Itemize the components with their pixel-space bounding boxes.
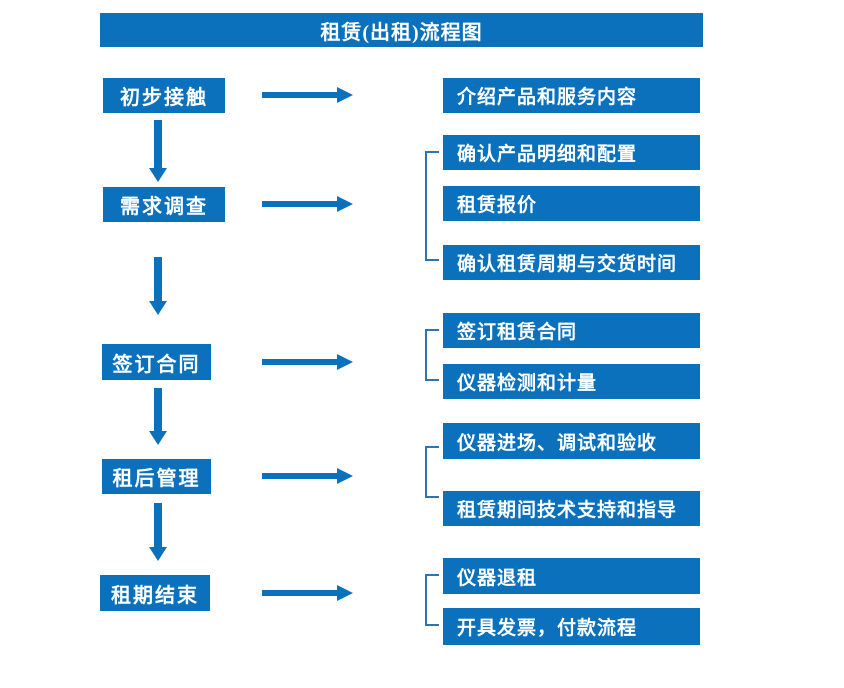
down-arrow-head: [149, 431, 167, 445]
right-arrow-shaft: [262, 92, 337, 98]
flowchart-title: 租赁(出租)流程图: [100, 13, 703, 47]
down-arrow-3: [149, 388, 167, 445]
detail-box-instrument-testing: 仪器检测和计量: [443, 364, 700, 399]
right-arrow-head: [337, 468, 353, 484]
group-bracket-sign-contract: [425, 329, 439, 381]
down-arrow-head: [149, 301, 167, 315]
stage-box-post-rental-management: 租后管理: [102, 459, 211, 494]
right-arrow-head: [337, 354, 353, 370]
right-arrow-shaft: [262, 590, 337, 596]
detail-box-sign-rental-contract: 签订租赁合同: [443, 313, 700, 348]
down-arrow-head: [149, 547, 167, 561]
stage-box-demand-survey: 需求调查: [103, 187, 225, 222]
right-arrow-1: [262, 87, 353, 103]
right-arrow-2: [262, 196, 353, 212]
right-arrow-head: [337, 196, 353, 212]
stage-box-initial-contact: 初步接触: [103, 78, 225, 113]
right-arrow-3: [262, 354, 353, 370]
down-arrow-2: [149, 257, 167, 315]
group-bracket-post-rental-management: [425, 446, 439, 498]
down-arrow-shaft: [154, 257, 162, 303]
detail-box-instrument-setup-acceptance: 仪器进场、调试和验收: [443, 423, 700, 459]
detail-box-confirm-rental-period: 确认租赁周期与交货时间: [443, 245, 700, 280]
right-arrow-4: [262, 468, 353, 484]
down-arrow-shaft: [154, 120, 162, 170]
detail-box-invoice-payment: 开具发票，付款流程: [443, 608, 700, 645]
down-arrow-shaft: [154, 503, 162, 549]
right-arrow-head: [337, 87, 353, 103]
detail-box-instrument-return: 仪器退租: [443, 558, 700, 594]
group-bracket-demand-survey: [425, 151, 439, 261]
detail-box-rental-tech-support: 租赁期间技术支持和指导: [443, 491, 700, 526]
right-arrow-shaft: [262, 473, 337, 479]
detail-box-rental-quote: 租赁报价: [443, 186, 700, 221]
down-arrow-head: [149, 168, 167, 182]
stage-box-rental-end: 租期结束: [100, 575, 210, 611]
detail-box-introduce-products: 介绍产品和服务内容: [443, 78, 700, 113]
down-arrow-1: [149, 120, 167, 182]
right-arrow-head: [337, 585, 353, 601]
right-arrow-5: [262, 585, 353, 601]
right-arrow-shaft: [262, 201, 337, 207]
group-bracket-rental-end: [425, 574, 439, 626]
detail-box-confirm-product-details: 确认产品明细和配置: [443, 135, 700, 170]
down-arrow-shaft: [154, 388, 162, 433]
stage-box-sign-contract: 签订合同: [102, 344, 211, 380]
down-arrow-4: [149, 503, 167, 561]
right-arrow-shaft: [262, 359, 337, 365]
